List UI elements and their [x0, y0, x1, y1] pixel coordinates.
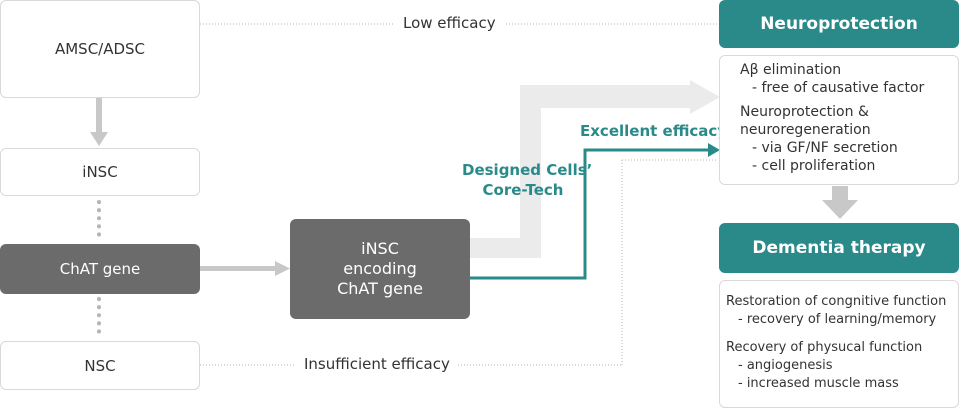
nsc-label: NSC	[84, 356, 116, 375]
dementia-line-5: - increased muscle mass	[738, 376, 899, 391]
amsc-adsc-label: AMSC/ADSC	[54, 40, 146, 58]
dementia-line-4: - angiogenesis	[738, 358, 833, 373]
designed-line-2: Core-Tech	[482, 181, 564, 199]
neuro-line-2: - free of causative factor	[752, 80, 925, 96]
insc-chat-box: iNSC encoding ChAT gene	[290, 219, 470, 319]
chat-gene-box: ChAT gene	[0, 244, 200, 294]
dementia-line-3: Recovery of physucal function	[726, 340, 923, 355]
amsc-adsc-box: AMSC/ADSC	[0, 0, 200, 98]
dementia-panel: Restoration of congnitive function - rec…	[719, 280, 959, 408]
excellent-efficacy-label: Excellent efficacy	[580, 122, 728, 140]
neuro-line-5: - via GF/NF secretion	[752, 140, 898, 156]
neuro-down-head	[822, 200, 858, 219]
right-arrow-head	[275, 261, 290, 276]
down-arrow-shaft	[96, 98, 102, 134]
insufficient-efficacy-label: Insufficient efficacy	[296, 355, 458, 373]
teal-arrow-line	[470, 148, 708, 280]
designed-line-1: Designed Cells’	[462, 161, 593, 179]
designed-cells-label: Designed Cells’ Core-Tech	[462, 160, 593, 200]
dementia-header: Dementia therapy	[719, 223, 959, 273]
neuro-line-1: Aβ elimination	[740, 62, 842, 78]
neuroprotection-header: Neuroprotection	[719, 0, 959, 48]
center-line-3: ChAT gene	[337, 279, 423, 298]
light-gray-arrow	[470, 80, 720, 258]
nsc-box: NSC	[0, 341, 200, 390]
dementia-line-2: - recovery of learning/memory	[738, 312, 937, 327]
insc-label: iNSC	[82, 163, 118, 181]
neuroprotection-title: Neuroprotection	[760, 14, 918, 34]
center-line-2: encoding	[343, 259, 417, 278]
neuro-down-shaft	[832, 186, 848, 200]
center-line-1: iNSC	[361, 239, 399, 258]
dementia-line-1: Restoration of congnitive function	[726, 294, 947, 309]
neuro-line-6: - cell proliferation	[752, 158, 876, 174]
low-efficacy-label: Low efficacy	[395, 14, 504, 32]
neuroprotection-panel: Aβ elimination - free of causative facto…	[719, 55, 959, 185]
neuro-line-4: neuroregeneration	[740, 122, 871, 138]
dementia-title: Dementia therapy	[752, 238, 926, 258]
teal-arrow-head	[708, 143, 720, 157]
chat-gene-label: ChAT gene	[59, 260, 141, 278]
right-arrow-shaft	[200, 266, 276, 271]
down-arrow-head	[90, 132, 108, 146]
insc-box: iNSC	[0, 148, 200, 196]
neuro-line-3: Neuroprotection &	[740, 104, 869, 120]
